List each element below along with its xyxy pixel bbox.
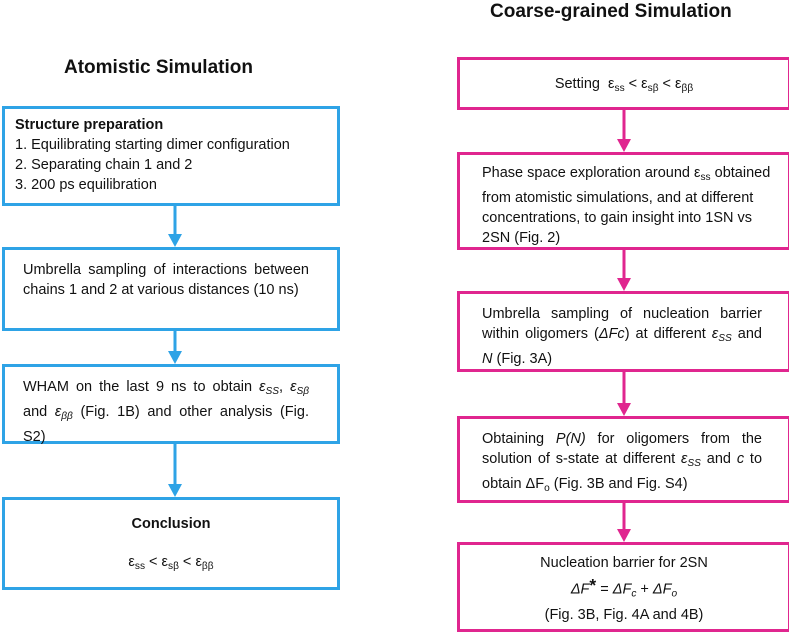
- arrowhead-atom-3-4: [168, 484, 182, 497]
- arrowhead-cg-1-2: [617, 139, 631, 152]
- phase-space-box: Phase space exploration around εss obtai…: [457, 152, 789, 250]
- arrowhead-atom-2-3: [168, 351, 182, 364]
- structure-preparation-box: Structure preparation 1. Equilibrating s…: [2, 106, 340, 206]
- atomistic-title: Atomistic Simulation: [64, 57, 253, 78]
- phase-space-text: Phase space exploration around εss obtai…: [482, 165, 771, 247]
- wham-box: WHAM on the last 9 ns to obtain εSS, εSβ…: [2, 364, 340, 446]
- obtaining-pn-box: Obtaining P(N) for oligomers from the so…: [457, 416, 789, 503]
- nucleation-barrier-formula: ΔF* = ΔFc + ΔFo: [570, 575, 678, 600]
- nucleation-barrier-heading: Nucleation barrier for 2SN: [540, 555, 708, 571]
- nucleation-barrier-footer: (Fig. 3B, Fig. 4A and 4B): [544, 606, 704, 623]
- coarse-grained-title: Coarse-grained Simulation: [490, 1, 732, 22]
- prep-step-1: 1. Equilibrating starting dimer configur…: [15, 137, 290, 153]
- arrowhead-atom-1-2: [168, 234, 182, 247]
- umbrella-nucleation-text: Umbrella sampling of nucleation barrier …: [482, 306, 762, 368]
- arrowhead-cg-2-3: [617, 278, 631, 291]
- setting-text: Setting εss < εsβ < εββ: [554, 76, 694, 95]
- setting-box: Setting εss < εsβ < εββ: [457, 57, 789, 110]
- conclusion-inequality: εss < εsβ < εββ: [128, 554, 214, 573]
- umbrella-sampling-interactions-box: Umbrella sampling of interactions betwee…: [2, 247, 340, 331]
- conclusion-heading: Conclusion: [131, 516, 211, 532]
- conclusion-box: Conclusion εss < εsβ < εββ: [2, 497, 340, 590]
- coarse-arrows: [617, 110, 631, 542]
- umbrella-sampling-nucleation-box: Umbrella sampling of nucleation barrier …: [457, 291, 789, 372]
- nucleation-barrier-box: Nucleation barrier for 2SN ΔF* = ΔFc + Δ…: [457, 542, 789, 632]
- arrowhead-cg-4-5: [617, 529, 631, 542]
- prep-step-3: 3. 200 ps equilibration: [15, 177, 157, 193]
- structure-preparation-heading: Structure preparation: [15, 117, 164, 133]
- umbrella-sampling-text: Umbrella sampling of interactions betwee…: [23, 262, 309, 298]
- atomistic-arrows: [168, 206, 182, 497]
- obtaining-pn-text: Obtaining P(N) for oligomers from the so…: [482, 431, 763, 495]
- wham-text: WHAM on the last 9 ns to obtain εSS, εSβ…: [23, 379, 309, 446]
- arrowhead-cg-3-4: [617, 403, 631, 416]
- prep-step-2: 2. Separating chain 1 and 2: [15, 157, 193, 173]
